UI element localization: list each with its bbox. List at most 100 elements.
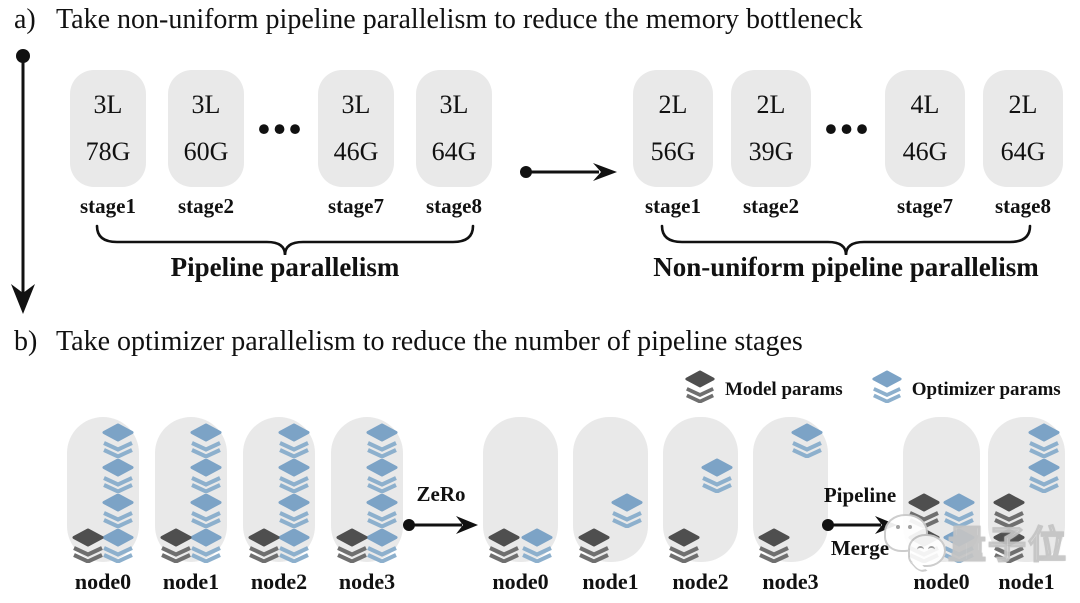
ellipsis-dots: ••• <box>257 108 305 149</box>
stage-layers-value: 3L <box>93 90 123 119</box>
optimizer-params-stack-icon <box>366 423 398 459</box>
optimizer-params-stack-icon <box>190 528 222 564</box>
optimizer-params-stack <box>610 493 644 529</box>
qbitai-watermark: 量子位 <box>882 512 1068 570</box>
optimizer-params-stack-icon <box>102 458 134 494</box>
optimizer-params-stack-icon <box>366 458 398 494</box>
ellipsis-dots: ••• <box>824 108 872 149</box>
optimizer-params-stack <box>101 493 135 529</box>
zero-sharded-nodes-group: node0 node1 node2 node3 <box>483 417 828 595</box>
optimizer-params-stack-icon <box>190 493 222 529</box>
node-name: node0 <box>492 569 549 594</box>
model-params-stack <box>159 528 193 564</box>
zero-arrow-label: ZeRo <box>416 482 466 506</box>
vertical-flow-arrow-icon <box>11 49 35 314</box>
node-name: node2 <box>672 569 729 594</box>
optimizer-params-stack <box>189 493 223 529</box>
node-column: node0 <box>67 417 139 595</box>
node-box <box>988 417 1065 564</box>
model-params-stack-icon <box>993 528 1025 564</box>
optimizer-params-stack-icon <box>278 528 310 564</box>
optimizer-params-stack-icon <box>791 423 823 459</box>
node-box <box>483 417 558 564</box>
model-params-legend-icon <box>684 370 716 409</box>
model-params-stack <box>757 528 791 564</box>
transform-arrow-icon <box>520 163 617 181</box>
model-params-legend-label: Model params <box>725 378 843 400</box>
optimizer-params-stack-icon <box>102 528 134 564</box>
optimizer-params-stack-icon <box>1028 423 1060 459</box>
model-params-stack-icon <box>668 528 700 564</box>
stage-layers-value: 3L <box>439 90 469 119</box>
stage-name: stage2 <box>178 194 234 218</box>
section-a-title: a) Take non-uniform pipeline parallelism… <box>14 4 863 36</box>
node-name: node0 <box>913 569 970 594</box>
model-params-stack <box>992 493 1026 529</box>
optimizer-params-stack-icon <box>278 458 310 494</box>
node-name: node1 <box>998 569 1055 594</box>
stage-memory-value: 46G <box>333 137 379 166</box>
optimizer-params-stack <box>101 528 135 564</box>
model-params-stack-icon <box>248 528 280 564</box>
optimizer-params-stack <box>365 423 399 459</box>
model-params-stack <box>487 528 521 564</box>
stage-memory-value: 78G <box>85 137 131 166</box>
optimizer-params-stack-icon <box>701 458 733 494</box>
stage-memory-value: 46G <box>902 137 948 166</box>
model-params-stack-icon <box>336 528 368 564</box>
optimizer-params-stack-icon <box>190 423 222 459</box>
node-column: node1 <box>988 417 1065 595</box>
optimizer-params-stack <box>365 528 399 564</box>
stage-name: stage2 <box>743 194 799 218</box>
section-b-title-text: Take optimizer parallelism to reduce the… <box>56 326 803 357</box>
optimizer-params-stack <box>520 528 554 564</box>
stage-name: stage7 <box>328 194 384 218</box>
node-column: node3 <box>753 417 828 595</box>
zero-arrow-icon <box>403 516 478 534</box>
optimizer-params-stack <box>365 458 399 494</box>
stage-name: stage7 <box>897 194 953 218</box>
stage-memory-value: 60G <box>183 137 229 166</box>
optimizer-params-stack <box>277 493 311 529</box>
node-box <box>331 417 403 564</box>
non-uniform-caption: Non-uniform pipeline parallelism <box>653 252 1039 282</box>
model-params-stack <box>577 528 611 564</box>
model-params-stack <box>992 528 1026 564</box>
node-box <box>663 417 738 564</box>
model-params-stack-icon <box>160 528 192 564</box>
node-name: node0 <box>74 569 132 594</box>
node-column: node3 <box>331 417 403 595</box>
node-name: node1 <box>582 569 639 594</box>
optimizer-params-stack <box>942 528 976 564</box>
model-params-stack-icon <box>578 528 610 564</box>
optimizer-params-legend-label: Optimizer params <box>911 378 1061 400</box>
optimizer-params-stack-icon <box>943 493 975 529</box>
optimizer-params-stack <box>189 458 223 494</box>
stage-box: 3L 78G <box>70 70 146 187</box>
node-column: node1 <box>573 417 648 595</box>
optimizer-params-stack <box>189 528 223 564</box>
stage-memory-value: 56G <box>650 137 696 166</box>
model-params-stack-icon <box>993 493 1025 529</box>
optimizer-params-stack-icon <box>102 423 134 459</box>
pipeline-merge-arrow-bottom-label: Merge <box>830 536 890 560</box>
optimizer-params-stack <box>365 493 399 529</box>
optimizer-params-stack-icon <box>366 528 398 564</box>
optimizer-params-legend-icon <box>871 370 903 409</box>
merged-nodes-group: node0 node1 <box>903 417 1065 595</box>
optimizer-params-stack-icon <box>366 493 398 529</box>
right-brace-icon <box>660 224 1032 256</box>
optimizer-params-stack <box>277 423 311 459</box>
optimizer-params-stack-icon <box>611 493 643 529</box>
node-column: node0 <box>483 417 558 595</box>
section-a-prefix: a) <box>14 4 36 35</box>
